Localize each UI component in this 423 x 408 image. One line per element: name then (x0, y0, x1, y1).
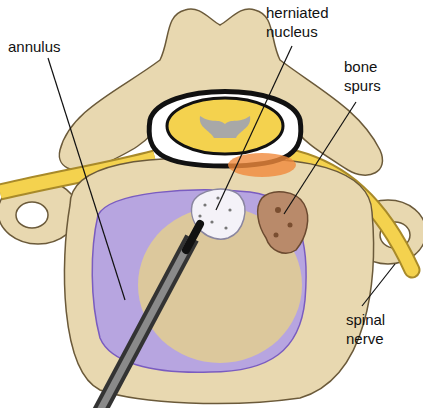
spinal-cord (167, 98, 283, 154)
part-label: annulus (8, 38, 88, 57)
instrument (95, 238, 192, 408)
instrument (95, 238, 192, 408)
vertebral-arch (59, 9, 382, 175)
instrument-tip (186, 224, 200, 250)
leader-line (284, 102, 356, 214)
vertebral-body (64, 159, 373, 404)
inflammation (228, 153, 296, 177)
leader-line (216, 46, 292, 210)
part-label: herniated nucleus (266, 4, 346, 42)
leader-line (48, 58, 125, 300)
leader-line (362, 264, 395, 306)
part-label: bone spurs (344, 58, 396, 96)
foramen (16, 202, 48, 228)
bone-spurs (258, 192, 308, 253)
gray-matter (200, 116, 250, 138)
part-label: spinal nerve (346, 311, 398, 349)
